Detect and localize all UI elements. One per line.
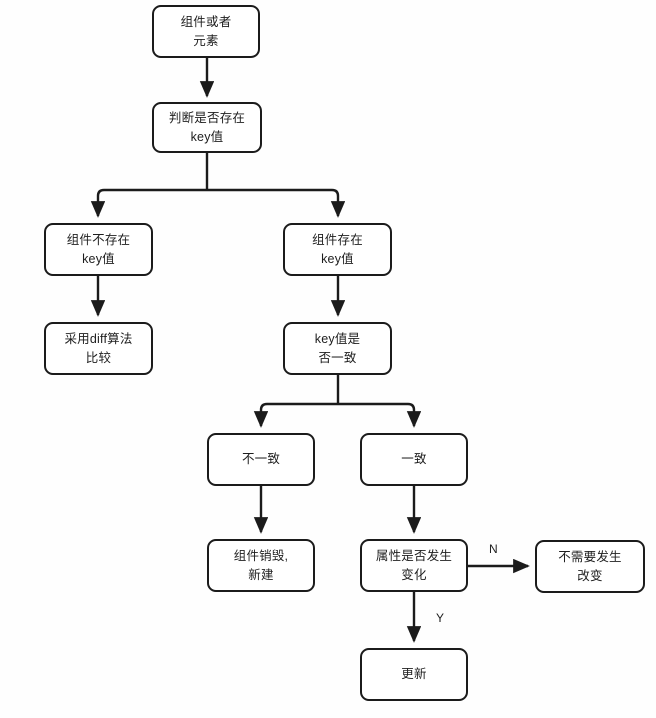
node-no-change[interactable]: 不需要发生 改变 [535,540,645,593]
node-has-key[interactable]: 组件存在 key值 [283,223,392,276]
node-diff-algo[interactable]: 采用diff算法 比较 [44,322,153,375]
node-key-same[interactable]: key值是 否一致 [283,322,392,375]
edge-check-key-to-has-key [207,188,346,218]
node-same[interactable]: 一致 [360,433,468,486]
edge-label-n: N [489,542,498,556]
edge-key-same-to-not-same [253,402,338,428]
edge-key-same-to-same [338,402,422,428]
node-not-same[interactable]: 不一致 [207,433,315,486]
node-check-key[interactable]: 判断是否存在 key值 [152,102,262,153]
node-update[interactable]: 更新 [360,648,468,701]
node-prop-change[interactable]: 属性是否发生 变化 [360,539,468,592]
edge-check-key-to-no-key [90,188,207,218]
node-start[interactable]: 组件或者 元素 [152,5,260,58]
edge-label-y: Y [436,611,445,625]
node-no-key[interactable]: 组件不存在 key值 [44,223,153,276]
node-destroy-new[interactable]: 组件销毁, 新建 [207,539,315,592]
